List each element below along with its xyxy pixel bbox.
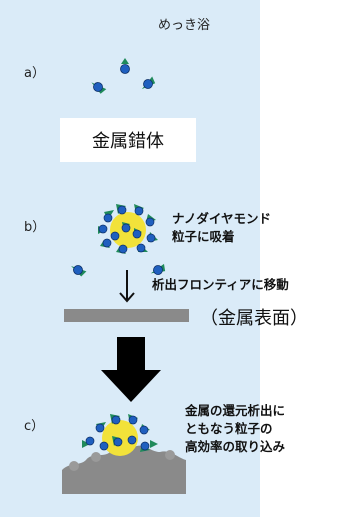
metal-surface-bar <box>64 309 189 322</box>
deposited-metal-layer <box>62 445 186 494</box>
metal-complex-b-left <box>71 265 87 277</box>
metal-complex-b-right <box>150 263 166 275</box>
process-arrow <box>101 337 161 402</box>
step-b-label: b） <box>24 220 46 235</box>
nanodiamond-cluster-b <box>98 204 158 254</box>
metal-surface-label: （金属表面） <box>200 308 308 329</box>
incorporation-caption-line1: 金属の還元析出に <box>185 403 286 418</box>
metal-complex-left <box>91 82 107 94</box>
incorporation-caption-line2: ともなう粒子の <box>185 421 273 436</box>
incorporation-caption-line3: 高効率の取り込み <box>185 439 286 454</box>
adsorption-caption: ナノダイヤモンド 粒子に吸着 <box>172 210 332 246</box>
migration-caption: 析出フロンティアに移動 <box>152 277 289 292</box>
step-a-label: a） <box>24 66 45 81</box>
plating-bath-title: めっき浴 <box>158 18 211 33</box>
embedded-metal-ions <box>85 415 150 451</box>
metal-complex-label: 金属錯体 <box>92 131 164 152</box>
incorporation-caption: 金属の還元析出に ともなう粒子の 高効率の取り込み <box>185 402 335 456</box>
metal-complex-label-box: 金属錯体 <box>60 118 196 162</box>
metal-complex-group-a <box>91 58 156 94</box>
adsorption-caption-line2: 粒子に吸着 <box>172 229 235 244</box>
nanodiamond-cluster-c <box>82 414 158 456</box>
migration-arrow <box>119 270 135 303</box>
adsorption-caption-line1: ナノダイヤモンド <box>172 211 272 226</box>
metal-complex-top <box>120 58 130 74</box>
adsorbed-metal-ions <box>98 205 156 254</box>
metal-complex-right <box>141 76 156 90</box>
step-c-label: c） <box>24 419 45 434</box>
